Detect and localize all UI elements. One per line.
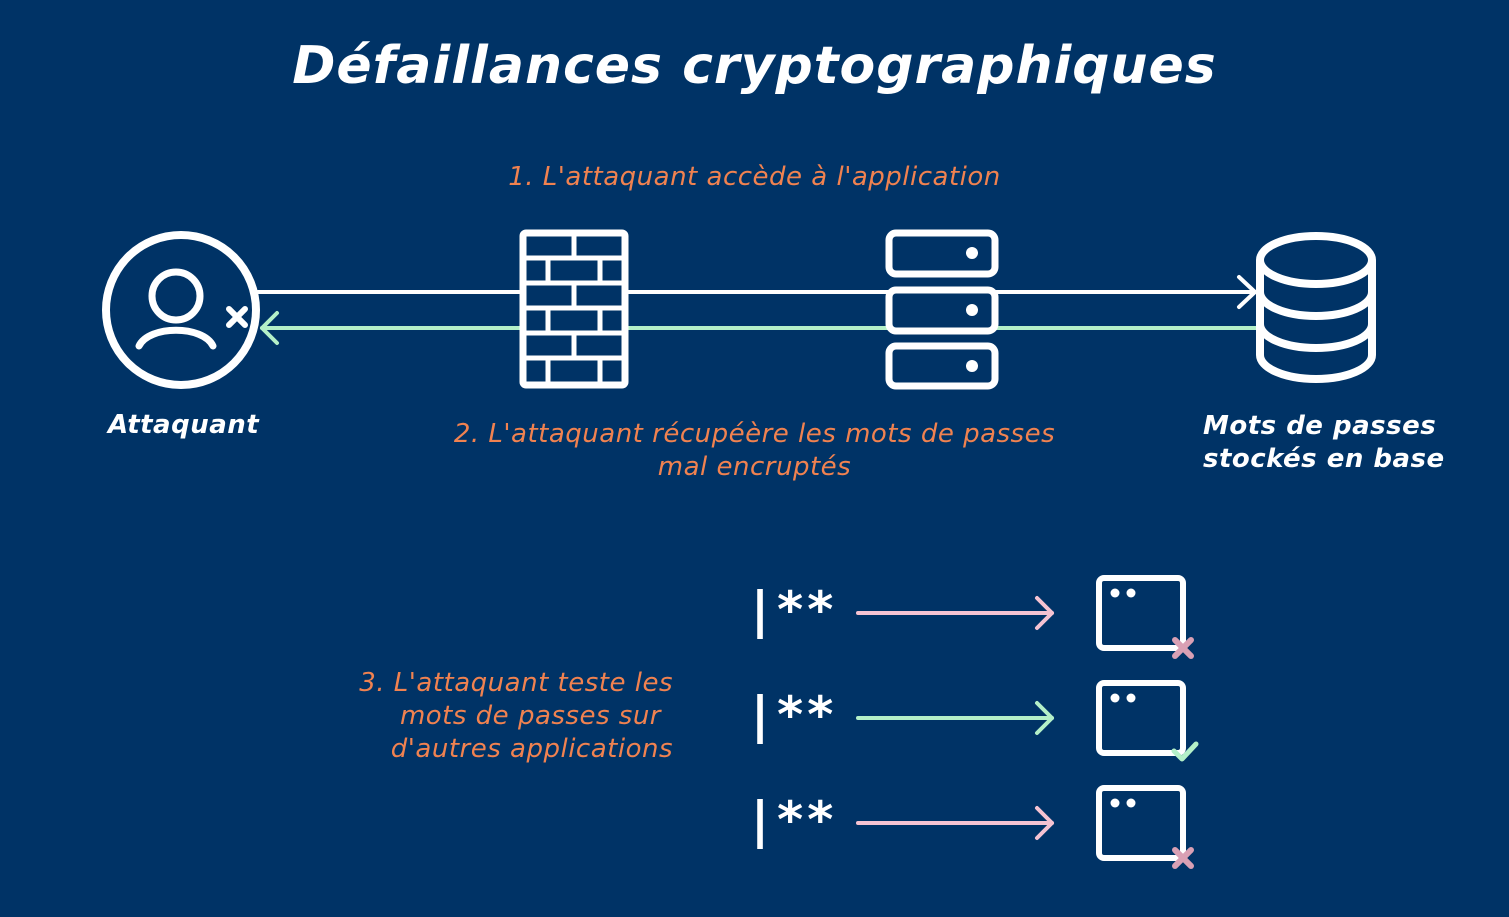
- request-flow-arrow: [256, 275, 1257, 309]
- check-mark-icon: [1171, 741, 1199, 762]
- step-2-label: 2. L'attaquant récupéère les mots de pas…: [0, 418, 1509, 484]
- page-title: Défaillances cryptographiques: [292, 36, 1217, 96]
- step-3-label: 3. L'attaquant teste les mots de passes …: [359, 667, 673, 766]
- step-3-line-2: mots de passes sur: [399, 701, 661, 731]
- database-label: Mots de passes stockés en base: [1203, 410, 1445, 476]
- step-2-line-1: 2. L'attaquant récupéère les mots de pas…: [453, 419, 1056, 449]
- response-flow-arrow: [260, 311, 1260, 345]
- password-attempt-row: |**: [745, 785, 1194, 869]
- password-attempt-row: |**: [745, 575, 1194, 659]
- attacker-label: Attaquant: [108, 410, 260, 440]
- step-1-label: 1. L'attaquant accède à l'application: [508, 162, 1001, 192]
- server-stack-icon: [885, 229, 999, 390]
- brick-wall-icon: [519, 229, 629, 389]
- step-2-line-2: mal encruptés: [657, 452, 852, 482]
- x-mark-icon: [1172, 637, 1194, 659]
- password-field-text: |**: [745, 581, 835, 639]
- password-attempt-row: |**: [745, 680, 1199, 762]
- x-mark-icon: [1172, 847, 1194, 869]
- app-window-icon: [1096, 575, 1186, 651]
- attacker-icon: [102, 231, 260, 389]
- attempt-arrow: [856, 596, 1054, 630]
- database-label-line-2: stockés en base: [1203, 444, 1445, 474]
- attempt-arrow: [856, 701, 1054, 735]
- password-attempts: |** |** |**: [745, 575, 1199, 869]
- app-window-icon: [1096, 680, 1186, 756]
- step-3-line-1: 3. L'attaquant teste les: [359, 668, 673, 698]
- database-label-line-1: Mots de passes: [1203, 411, 1437, 441]
- app-window-icon: [1096, 785, 1186, 861]
- database-icon: [1256, 232, 1376, 383]
- password-field-text: |**: [745, 791, 835, 849]
- attempt-arrow: [856, 806, 1054, 840]
- step-3-line-3: d'autres applications: [390, 734, 673, 764]
- password-field-text: |**: [745, 686, 835, 744]
- x-mark-icon: [226, 306, 248, 328]
